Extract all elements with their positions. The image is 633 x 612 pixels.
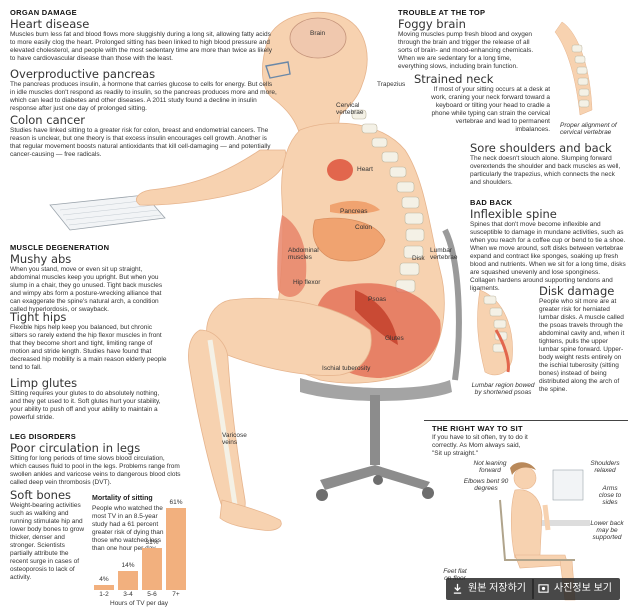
pancreas-heading: Overproductive pancreas: [10, 67, 156, 81]
soft-bones-heading: Soft bones: [10, 488, 72, 502]
label-trapezius: Trapezius: [377, 81, 406, 88]
chart-value-label: 31%: [145, 539, 159, 546]
pancreas-text: The pancreas produces insulin, a hormone…: [10, 81, 277, 112]
chair-illustration: [300, 228, 462, 501]
label-elbows-bent: Elbows bent 90 degrees: [463, 478, 509, 492]
keyboard-illustration: [49, 194, 166, 231]
disk-damage-heading: Disk damage: [539, 284, 615, 298]
label-cervical: Cervical vertebrae: [336, 102, 364, 116]
chart-bar: [166, 508, 186, 590]
right-way-section: THE RIGHT WAY TO SIT: [432, 424, 523, 433]
lumbar-inset-illustration: [477, 289, 513, 376]
label-brain: Brain: [310, 30, 326, 37]
mortality-chart: 4% 1-2 14% 3-4 31% 5-6 61% 7+: [90, 495, 190, 598]
label-not-leaning: Not leaning forward: [473, 460, 507, 474]
label-psoas: Psoas: [368, 296, 387, 303]
organ-damage-section: ORGAN DAMAGE: [10, 8, 77, 17]
correct-posture-illustration: [499, 462, 590, 601]
download-icon: [453, 583, 462, 594]
heart-illustration: [327, 159, 353, 181]
chart-bar: [94, 585, 114, 590]
chart-category-label: 3-4: [123, 591, 133, 598]
photo-info-icon: [538, 584, 549, 593]
leg-disorders-section: LEG DISORDERS: [10, 432, 76, 441]
mushy-abs-text: When you stand, move or even sit up stra…: [10, 266, 163, 313]
label-lower-back: Lower back may be supported: [590, 520, 624, 541]
arm-illustration: [136, 149, 287, 206]
chart-category-label: 7+: [172, 591, 180, 598]
brain-illustration: [289, 17, 347, 59]
label-disk: Disk: [412, 255, 425, 262]
pancreas-illustration: [330, 200, 380, 215]
sore-shoulders-text: The neck doesn't slouch alone. Slumping …: [470, 155, 621, 186]
circulation-text: Sitting for long periods of time slows b…: [10, 455, 181, 486]
bad-back-section: BAD BACK: [470, 198, 513, 207]
heart-disease-heading: Heart disease: [10, 17, 90, 31]
label-pancreas: Pancreas: [340, 208, 368, 215]
psoas-illustration: [355, 290, 398, 345]
soft-bones-text: Weight-bearing activities such as walkin…: [10, 502, 85, 581]
muscle-degeneration-section: MUSCLE DEGENERATION: [10, 243, 110, 252]
limp-glutes-text: Sitting requires your glutes to do absol…: [10, 390, 161, 421]
photo-info-button[interactable]: 사진정보 보기: [532, 578, 620, 600]
label-ischial: Ischial tuberosity: [322, 365, 371, 372]
spine-illustration: [351, 109, 425, 293]
chart-bar: [142, 548, 162, 590]
glasses-illustration: [265, 61, 291, 79]
label-lumbar: Lumbar vertebrae: [430, 247, 458, 261]
foggy-brain-text: Moving muscles pump fresh blood and oxyg…: [398, 31, 534, 70]
sore-shoulders-heading: Sore shoulders and back: [470, 141, 612, 155]
label-shoulders-relaxed: Shoulders relaxed: [590, 460, 620, 474]
chart-value-label: 4%: [99, 576, 109, 583]
save-original-button[interactable]: 원본 저장하기: [446, 578, 534, 600]
strained-neck-text: If most of your sitting occurs at a desk…: [431, 86, 550, 133]
inflexible-spine-heading: Inflexible spine: [470, 207, 557, 221]
abdominal-muscle-illustration: [277, 215, 307, 297]
right-way-panel: [424, 420, 628, 608]
label-hip-flexor: Hip flexor: [293, 279, 321, 286]
label-heart: Heart: [357, 166, 373, 173]
colon-cancer-text: Studies have linked sitting to a greater…: [10, 127, 271, 158]
mortality-text: People who watched the most TV in an 8.5…: [92, 505, 164, 552]
neck-spine-illustration: [554, 21, 593, 116]
lumbar-caption: Lumbar region bowed by shortened psoas: [471, 382, 535, 396]
limp-glutes-heading: Limp glutes: [10, 376, 78, 390]
colon-cancer-heading: Colon cancer: [10, 113, 86, 127]
chart-value-label: 14%: [121, 562, 135, 569]
chart-category-label: 1-2: [99, 591, 109, 598]
colon-illustration: [312, 217, 386, 262]
tight-hips-heading: Tight hips: [10, 310, 67, 324]
disk-damage-text: People who sit more are at greater risk …: [539, 298, 625, 393]
mushy-abs-heading: Mushy abs: [10, 252, 72, 266]
label-varicose: Varicose veins: [222, 432, 247, 446]
chart-x-axis-label: Hours of TV per day: [110, 600, 169, 607]
foggy-brain-heading: Foggy brain: [398, 17, 466, 31]
label-abdominal: Abdominal muscles: [288, 247, 319, 261]
circulation-heading: Poor circulation in legs: [10, 441, 141, 455]
shin-bone-illustration: [207, 339, 238, 506]
right-way-text: If you have to sit often, try to do it c…: [432, 434, 528, 457]
trouble-top-section: TROUBLE AT THE TOP: [398, 8, 486, 17]
neck-alignment-caption: Proper alignment of cervical vertebrae: [560, 122, 617, 136]
label-colon: Colon: [355, 224, 372, 231]
inflexible-spine-text: Spines that don't move become inflexible…: [470, 221, 626, 292]
chart-category-label: 5-6: [147, 591, 157, 598]
tight-hips-text: Flexible hips help keep you balanced, bu…: [10, 324, 167, 371]
chart-value-label: 61%: [169, 499, 183, 506]
save-original-label: 원본 저장하기: [468, 583, 526, 594]
foot-illustration: [219, 499, 282, 531]
strained-neck-heading: Strained neck: [414, 72, 494, 86]
chart-bar: [118, 571, 138, 590]
label-glutes: Glutes: [385, 335, 404, 342]
mortality-title: Mortality of sitting: [92, 495, 153, 502]
heart-disease-text: Muscles burn less fat and blood flows mo…: [10, 31, 272, 62]
photo-info-label: 사진정보 보기: [554, 583, 612, 594]
label-arms-close: Arms close to sides: [598, 485, 622, 506]
